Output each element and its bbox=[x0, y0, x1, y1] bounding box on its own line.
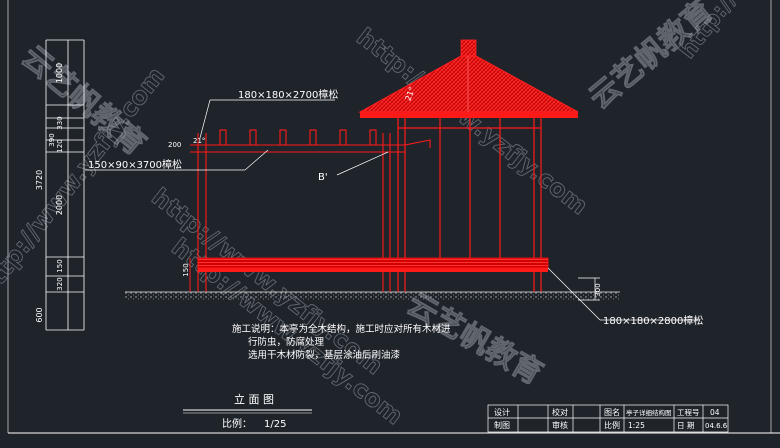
title-block-text: 设计 校对 制图 审核 图名 亭子详细结构图 工程号 04 比例 1:25 日 … bbox=[494, 407, 728, 430]
tb-name-value: 亭子详细结构图 bbox=[626, 408, 672, 417]
tb-project-value: 04 bbox=[710, 408, 720, 417]
tb-project-label: 工程号 bbox=[677, 408, 700, 417]
tb-review: 审核 bbox=[552, 420, 568, 430]
watermark-brand-2: 云艺帆教育 bbox=[401, 287, 548, 392]
tb-date-value: 04.6.6 bbox=[705, 422, 728, 430]
construction-notes: 施工说明：本亭为全木结构，施工时应对所有木材进 行防虫，防腐处理 选用干木材防裂… bbox=[232, 323, 451, 361]
tb-scale-label: 比例 bbox=[604, 420, 620, 430]
dim-total: 3720 bbox=[35, 170, 44, 190]
view-scale-label: 比例： bbox=[222, 417, 252, 430]
note-line-1: 施工说明：本亭为全木结构，施工时应对所有木材进 bbox=[232, 323, 451, 335]
view-title-text: 立 面 图 bbox=[234, 392, 274, 406]
label-200: 200 bbox=[168, 141, 181, 149]
leader-lines bbox=[85, 99, 700, 321]
label-column-180: 180×180×2700樟松 bbox=[238, 88, 338, 101]
dim-120: 120 bbox=[56, 139, 64, 152]
dim-2000: 2000 bbox=[55, 195, 64, 215]
dim-600: 600 bbox=[35, 307, 44, 322]
tb-name-label: 图名 bbox=[604, 407, 620, 417]
tb-date-label: 日 期 bbox=[677, 421, 694, 430]
label-section-b: B' bbox=[318, 172, 328, 183]
label-angle-beam: 21° bbox=[193, 137, 205, 145]
tb-scale-value: 1:25 bbox=[628, 421, 645, 430]
view-title: 立 面 图 比例： 1/25 bbox=[183, 392, 312, 430]
tb-draw: 制图 bbox=[494, 420, 510, 430]
ground bbox=[125, 291, 620, 300]
label-beam-180-bottom: 180×180×2800樟松 bbox=[603, 314, 703, 327]
drawing-frame bbox=[7, 0, 780, 434]
view-scale-value: 1/25 bbox=[264, 419, 286, 430]
note-line-2: 行防虫，防腐处理 bbox=[248, 336, 325, 348]
note-line-3: 选用干木材防裂，基层涂油后刷油漆 bbox=[248, 349, 401, 361]
pavilion-roof bbox=[358, 39, 579, 118]
label-dim-150: 150 bbox=[182, 263, 190, 276]
dimension-chain bbox=[45, 39, 85, 331]
dim-1000: 1000 bbox=[55, 63, 64, 83]
tb-check: 校对 bbox=[552, 407, 568, 417]
dim-330: 330 bbox=[56, 116, 64, 129]
label-beam-150: 150×90×3700樟松 bbox=[88, 158, 182, 171]
dim-390: 390 bbox=[48, 133, 56, 146]
tb-design: 设计 bbox=[494, 407, 510, 417]
dim-320: 320 bbox=[56, 277, 64, 290]
dimension-labels: 3720 1000 330 120 390 2000 150 320 600 bbox=[35, 63, 64, 323]
dim-150: 150 bbox=[56, 259, 64, 272]
title-block bbox=[487, 404, 729, 433]
label-dim-300: 300 bbox=[594, 283, 602, 296]
drawing-annotations: 180×180×2700樟松 150×90×3700樟松 B' 21° 21° … bbox=[88, 86, 703, 327]
bench-beam bbox=[189, 257, 549, 292]
